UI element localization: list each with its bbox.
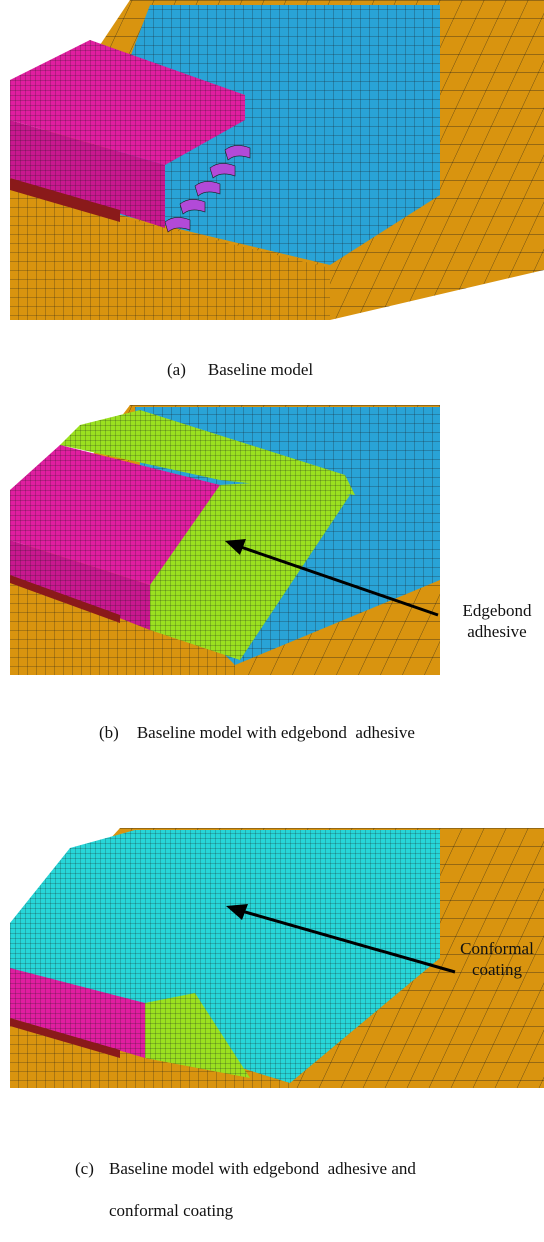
callout-arrowhead [226, 904, 248, 920]
panel-c-label: (c) [75, 1159, 94, 1178]
fe-model-edgebond [10, 405, 440, 675]
panel-b: Edgebond adhesive (b) Baseline model with… [0, 405, 544, 742]
fe-model-baseline [10, 0, 544, 320]
leads [164, 145, 251, 233]
panel-c-caption-line1: Baseline model with edgebond adhesive an… [109, 1159, 416, 1178]
solder-layer [10, 1018, 120, 1058]
panel-c: Conformal coating (c) Baseline model with… [0, 828, 544, 1220]
edgebond-callout: Edgebond adhesive [462, 601, 532, 641]
panel-a: (a) Baseline model [0, 0, 544, 380]
panel-c-caption-line2: conformal coating [109, 1201, 234, 1220]
panel-a-caption: Baseline model [207, 360, 314, 379]
panel-b-label: (b) [99, 723, 119, 742]
panel-b-caption: Baseline model with edgebond adhesive [136, 723, 415, 742]
coating-callout: Conformal coating [460, 939, 534, 979]
callout-arrowhead [225, 539, 246, 555]
solder-layer [10, 575, 120, 623]
solder-layer [10, 178, 120, 222]
fe-model-edgebond-coating [10, 828, 544, 1088]
panel-a-label: (a) [167, 360, 186, 379]
